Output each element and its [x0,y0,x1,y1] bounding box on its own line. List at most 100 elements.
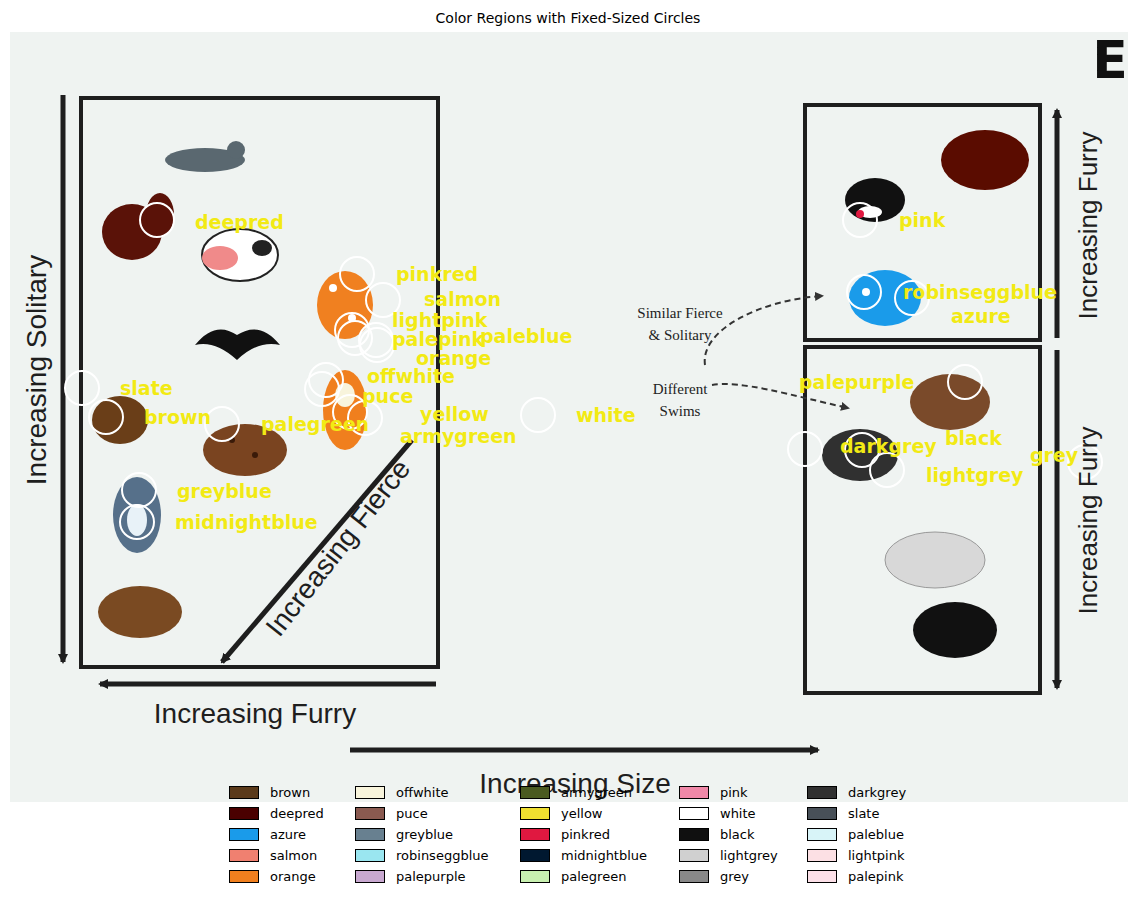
legend-text: midnightblue [561,848,647,863]
label-text: pink [899,209,945,231]
legend-swatch [807,828,837,841]
legend-entry: armygreen [520,784,632,800]
axis-label: Increasing Furry [1074,426,1105,614]
label-text: midnightblue [175,511,318,533]
color-label: grey [1030,444,1078,466]
legend-entry: orange [229,868,316,884]
legend-text: paleblue [848,827,904,842]
legend-swatch [355,849,385,862]
legend-entry: greyblue [355,826,453,842]
color-label: lightgrey [926,464,1023,486]
color-label: black [945,427,1002,449]
legend-swatch [807,807,837,820]
legend-entry: lightpink [807,847,904,863]
label-text: palegreen [261,413,369,435]
axis-label: Increasing Furry [1074,131,1105,319]
label-text: puce [362,385,413,407]
legend-swatch [355,870,385,883]
label-text: Different Swims [653,381,708,419]
legend-text: black [720,827,755,842]
chart-title: Color Regions with Fixed-Sized Circles [436,10,701,26]
legend-text: orange [270,869,316,884]
label-text: Increasing Furry [1074,426,1104,614]
label-text: azure [951,305,1011,327]
label-text: black [945,427,1002,449]
label-text: Increasing Solitary [21,255,52,485]
legend-swatch [520,786,550,799]
legend-text: yellow [561,806,603,821]
legend-entry: grey [679,868,749,884]
legend-entry: palepurple [355,868,466,884]
legend-swatch [807,786,837,799]
label-text: deepred [195,211,284,233]
legend-swatch [520,828,550,841]
legend-entry: puce [355,805,428,821]
legend-text: darkgrey [848,785,906,800]
legend-swatch [520,849,550,862]
color-label: lightpink [392,309,488,331]
legend-swatch [229,870,259,883]
axis-label: Increasing Furry [154,698,356,730]
annotation-note: Different Swims [634,378,726,422]
legend-text: lightpink [848,848,904,863]
legend-entry: paleblue [807,826,904,842]
label-text: robinseggblue [903,281,1057,303]
legend-entry: offwhite [355,784,449,800]
color-label: deepred [195,211,284,233]
legend-text: lightgrey [720,848,778,863]
color-label: armygreen [400,425,517,447]
panel-letter: E [1092,30,1128,90]
legend-swatch [355,807,385,820]
legend-entry: brown [229,784,310,800]
label-text: lightpink [392,309,488,331]
legend-entry: salmon [229,847,317,863]
color-label: offwhite [367,365,455,387]
legend-entry: palegreen [520,868,626,884]
legend-text: palegreen [561,869,626,884]
legend-text: armygreen [561,785,632,800]
label-text: paleblue [480,325,572,347]
legend-swatch [520,807,550,820]
title-text: Color Regions with Fixed-Sized Circles [436,10,701,26]
label-text: armygreen [400,425,517,447]
legend-text: azure [270,827,306,842]
label-text: slate [120,377,173,399]
color-label: salmon [424,288,501,310]
legend-text: brown [270,785,310,800]
legend-swatch [679,786,709,799]
legend-swatch [229,849,259,862]
legend-text: grey [720,869,749,884]
color-label: palepink [392,328,484,350]
color-label: paleblue [480,325,572,347]
label-text: brown [144,406,211,428]
legend-swatch [229,828,259,841]
legend-swatch [807,849,837,862]
legend-text: puce [396,806,428,821]
legend-swatch [520,870,550,883]
legend-swatch [679,849,709,862]
color-label: azure [951,305,1011,327]
color-label: midnightblue [175,511,318,533]
legend-text: slate [848,806,879,821]
label-text: white [576,404,636,426]
label-text: darkgrey [840,435,937,457]
color-label: palepurple [799,371,914,393]
color-label: pink [899,209,945,231]
color-label: slate [120,377,173,399]
legend-swatch [229,786,259,799]
legend-text: robinseggblue [396,848,489,863]
legend-text: greyblue [396,827,453,842]
legend-entry: deepred [229,805,324,821]
legend-entry: robinseggblue [355,847,489,863]
legend-entry: pink [679,784,748,800]
label-text: palepink [392,328,484,350]
label-text: Increasing Furry [154,698,356,729]
legend-entry: yellow [520,805,603,821]
legend-swatch [807,870,837,883]
color-label: pinkred [396,263,478,285]
legend-swatch [229,807,259,820]
legend-entry: lightgrey [679,847,778,863]
color-label: puce [362,385,413,407]
legend-entry: azure [229,826,306,842]
